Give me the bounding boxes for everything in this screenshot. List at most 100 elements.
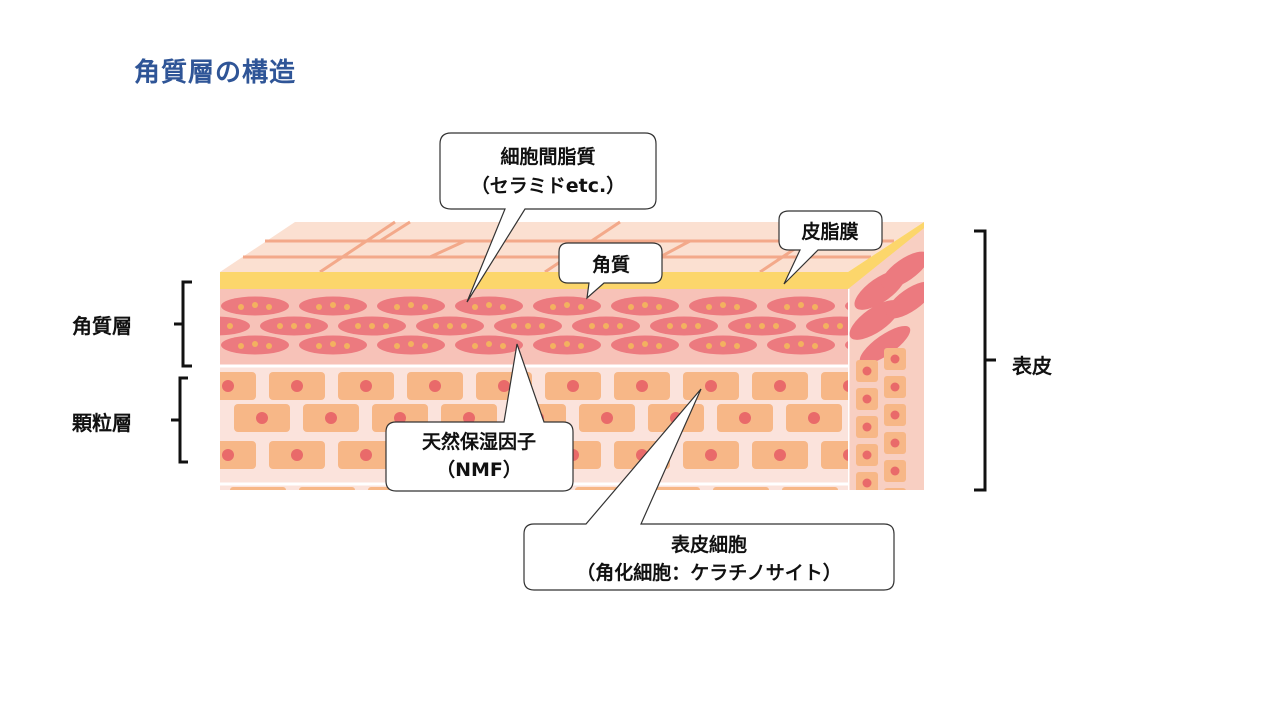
nucleus-dot: [408, 341, 414, 347]
granular-cell: [545, 372, 601, 400]
granular-cell: [579, 404, 635, 432]
granular-nucleus: [843, 380, 848, 392]
nucleus-dot: [759, 323, 765, 329]
nucleus-dot: [706, 343, 712, 349]
granular-nucleus: [843, 449, 848, 461]
nucleus-dot: [564, 341, 570, 347]
nucleus-dot: [461, 323, 467, 329]
granular-cell: [644, 487, 700, 490]
corneocyte-layer: [199, 296, 848, 355]
nucleus-dot: [589, 323, 595, 329]
nucleus-dot: [433, 323, 439, 329]
corneocyte-cell: [572, 316, 640, 336]
corneocyte-cell: [611, 335, 679, 355]
granular-nucleus: [808, 412, 820, 424]
nucleus-dot: [734, 304, 740, 310]
nucleus-dot: [798, 302, 804, 308]
granular-nucleus: [222, 380, 234, 392]
corneocyte-cell: [221, 335, 289, 355]
corneocyte-cell: [689, 335, 757, 355]
nucleus-dot: [383, 323, 389, 329]
nucleus-dot: [305, 323, 311, 329]
granular-cell: [782, 487, 838, 490]
nucleus-dot: [500, 304, 506, 310]
granular-cell: [269, 441, 325, 469]
nucleus-dot: [447, 323, 453, 329]
nucleus-dot: [316, 343, 322, 349]
granular-nucleus: [360, 449, 372, 461]
granular-cell: [821, 441, 848, 469]
granular-nucleus: [601, 412, 613, 424]
nucleus-dot: [617, 323, 623, 329]
granular-nucleus: [429, 380, 441, 392]
nucleus-dot: [642, 302, 648, 308]
nucleus-dot: [199, 323, 205, 329]
corneocyte-cell: [533, 335, 601, 355]
nucleus-dot: [578, 304, 584, 310]
nucleus-dot: [486, 302, 492, 308]
granular-cell: [338, 441, 394, 469]
corneocyte-cell: [455, 296, 523, 316]
granular-cell: [683, 372, 739, 400]
nucleus-dot: [472, 343, 478, 349]
side-cell: [884, 348, 906, 370]
nucleus-dot: [266, 343, 272, 349]
granular-cell: [269, 372, 325, 400]
corneocyte-cell: [377, 335, 445, 355]
nucleus-dot: [773, 323, 779, 329]
side-cell: [884, 488, 906, 490]
granular-cell: [752, 441, 808, 469]
callout-corneocyte: 角質: [558, 242, 663, 300]
callout-intercellular-lipid: 細胞間脂質 （セラミドetc.）: [439, 132, 657, 303]
nucleus-dot: [837, 323, 843, 329]
nucleus-dot: [656, 343, 662, 349]
corneocyte-cell: [338, 316, 406, 336]
nucleus-dot: [330, 302, 336, 308]
granular-cell: [338, 372, 394, 400]
intercellular-lipid-text-2: （セラミドetc.）: [471, 174, 625, 197]
nucleus-dot: [252, 341, 258, 347]
granular-cell: [614, 372, 670, 400]
nucleus-dot: [369, 323, 375, 329]
nucleus-dot: [500, 343, 506, 349]
granular-cell: [407, 372, 463, 400]
nucleus-dot: [291, 323, 297, 329]
granular-nucleus: [291, 449, 303, 461]
nucleus-dot: [642, 341, 648, 347]
nucleus-dot: [656, 304, 662, 310]
corneocyte-cell: [806, 316, 848, 336]
epidermis-label: 表皮: [1012, 354, 1052, 378]
granular-nucleus: [291, 380, 303, 392]
side-granular-cells: [856, 348, 906, 490]
granular-cell: [717, 404, 773, 432]
nucleus-dot: [798, 341, 804, 347]
granular-nucleus: [739, 412, 751, 424]
granular-cell: [713, 487, 769, 490]
callout-nmf: 天然保湿因子 （NMF）: [385, 343, 574, 492]
corneocyte-cell: [845, 341, 848, 349]
nmf-text-1: 天然保湿因子: [422, 430, 536, 453]
corneocyte-cell: [377, 296, 445, 316]
nucleus-dot: [486, 341, 492, 347]
nmf-text-2: （NMF）: [436, 458, 522, 481]
keratinocyte-text-2: （角化細胞：ケラチノサイト）: [576, 561, 841, 584]
nucleus-dot: [695, 323, 701, 329]
nucleus-dot: [330, 341, 336, 347]
side-cell: [856, 416, 878, 438]
granular-cell: [220, 441, 256, 469]
nucleus-dot: [422, 304, 428, 310]
corneocyte-cell: [689, 296, 757, 316]
corneocyte-cell: [199, 316, 250, 336]
granular-nucleus: [705, 380, 717, 392]
corneocyte-cell: [845, 302, 848, 310]
nucleus-dot: [355, 323, 361, 329]
granular-cell: [752, 372, 808, 400]
side-cell: [884, 432, 906, 454]
nucleus-dot: [252, 302, 258, 308]
granular-nucleus: [256, 412, 268, 424]
corneocyte-cell: [221, 296, 289, 316]
granular-cell: [230, 487, 286, 490]
nucleus-dot: [734, 343, 740, 349]
granular-nucleus: [567, 380, 579, 392]
nucleus-dot: [238, 304, 244, 310]
